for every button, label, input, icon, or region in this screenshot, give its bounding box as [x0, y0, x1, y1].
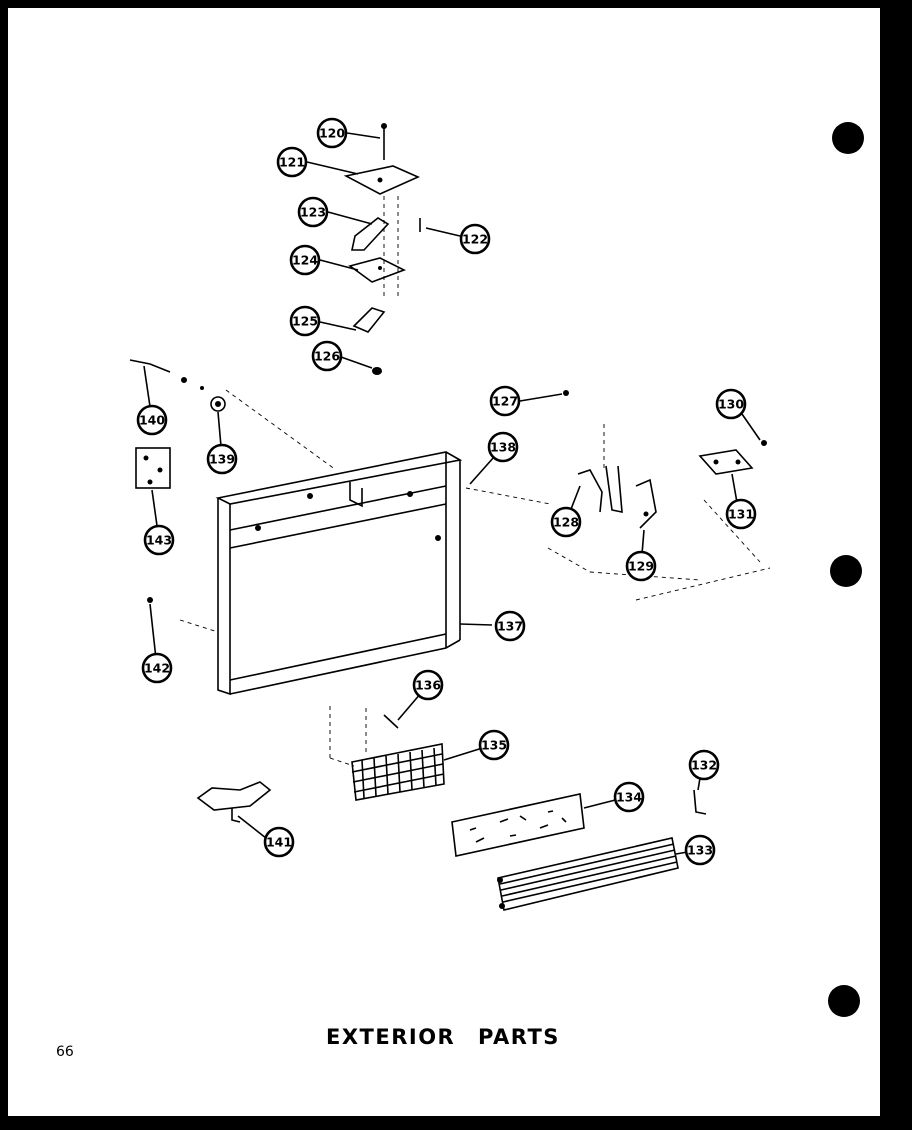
page-number: 66 — [56, 1044, 74, 1060]
svg-text:134: 134 — [616, 790, 642, 805]
callout-125: 125 — [289, 305, 321, 337]
callout-131: 131 — [725, 498, 757, 530]
callout-128: 128 — [550, 506, 582, 538]
svg-text:130: 130 — [718, 397, 744, 412]
svg-text:137: 137 — [497, 619, 523, 634]
callout-141: 141 — [263, 826, 295, 858]
svg-text:143: 143 — [146, 533, 172, 548]
part-131-bracket — [698, 449, 754, 475]
callout-120: 120 — [316, 117, 348, 149]
callout-124: 124 — [289, 244, 321, 276]
callout-132: 132 — [688, 749, 720, 781]
page-title: EXTERIOR PARTS — [326, 1025, 560, 1049]
part-135-filter — [351, 743, 445, 801]
part-123-bracket — [351, 217, 390, 251]
svg-text:133: 133 — [687, 843, 713, 858]
callout-130: 130 — [715, 388, 747, 420]
part-143-switch — [135, 447, 171, 489]
part-125-bracket — [352, 307, 386, 333]
binder-hole-top — [832, 122, 864, 154]
callout-133: 133 — [684, 834, 716, 866]
parts-diagram-sheet — [8, 8, 880, 1116]
svg-text:135: 135 — [481, 738, 507, 753]
part-127-screw — [563, 390, 569, 396]
callout-140: 140 — [136, 404, 168, 436]
callout-136: 136 — [412, 669, 444, 701]
part-141-bracket — [196, 781, 272, 823]
part-137-frame — [215, 451, 463, 696]
part-124-hinge-plate — [348, 257, 406, 283]
svg-text:128: 128 — [553, 515, 579, 530]
part-120-screw — [381, 123, 387, 160]
callout-121: 121 — [276, 146, 308, 178]
part-121-plate — [343, 165, 420, 195]
binder-hole-middle — [830, 555, 862, 587]
callout-126: 126 — [311, 340, 343, 372]
svg-text:141: 141 — [266, 835, 292, 850]
callout-123: 123 — [297, 196, 329, 228]
svg-text:122: 122 — [462, 232, 488, 247]
svg-text:140: 140 — [139, 413, 165, 428]
part-136-screw — [383, 714, 399, 729]
callout-143: 143 — [143, 524, 175, 556]
svg-text:139: 139 — [209, 452, 235, 467]
part-134-panel — [451, 793, 585, 857]
svg-text:127: 127 — [492, 394, 518, 409]
svg-text:121: 121 — [279, 155, 305, 170]
callout-137: 137 — [494, 610, 526, 642]
svg-text:131: 131 — [728, 507, 754, 522]
binder-hole-bottom — [828, 985, 860, 1017]
svg-text:123: 123 — [300, 205, 326, 220]
part-132-clip — [693, 789, 707, 815]
part-130-screw — [761, 440, 767, 446]
svg-text:129: 129 — [628, 559, 654, 574]
part-142-screw — [147, 597, 153, 603]
part-139-knob — [210, 396, 226, 412]
svg-text:142: 142 — [144, 661, 170, 676]
part-140-cord — [129, 359, 204, 390]
callout-142: 142 — [141, 652, 173, 684]
callout-127: 127 — [489, 385, 521, 417]
part-126-washer — [372, 367, 382, 375]
svg-text:136: 136 — [415, 678, 441, 693]
svg-text:132: 132 — [691, 758, 717, 773]
callout-139: 139 — [206, 443, 238, 475]
callout-135: 135 — [478, 729, 510, 761]
callout-129: 129 — [625, 550, 657, 582]
callout-122: 122 — [459, 223, 491, 255]
svg-text:124: 124 — [292, 253, 318, 268]
callout-134: 134 — [613, 781, 645, 813]
svg-text:125: 125 — [292, 314, 318, 329]
svg-text:120: 120 — [319, 126, 345, 141]
part-133-grille — [497, 837, 679, 911]
part-129-bracket — [635, 478, 657, 529]
svg-text:126: 126 — [314, 349, 340, 364]
svg-text:138: 138 — [490, 440, 516, 455]
part-128-bracket — [577, 465, 623, 513]
callout-138: 138 — [487, 431, 519, 463]
